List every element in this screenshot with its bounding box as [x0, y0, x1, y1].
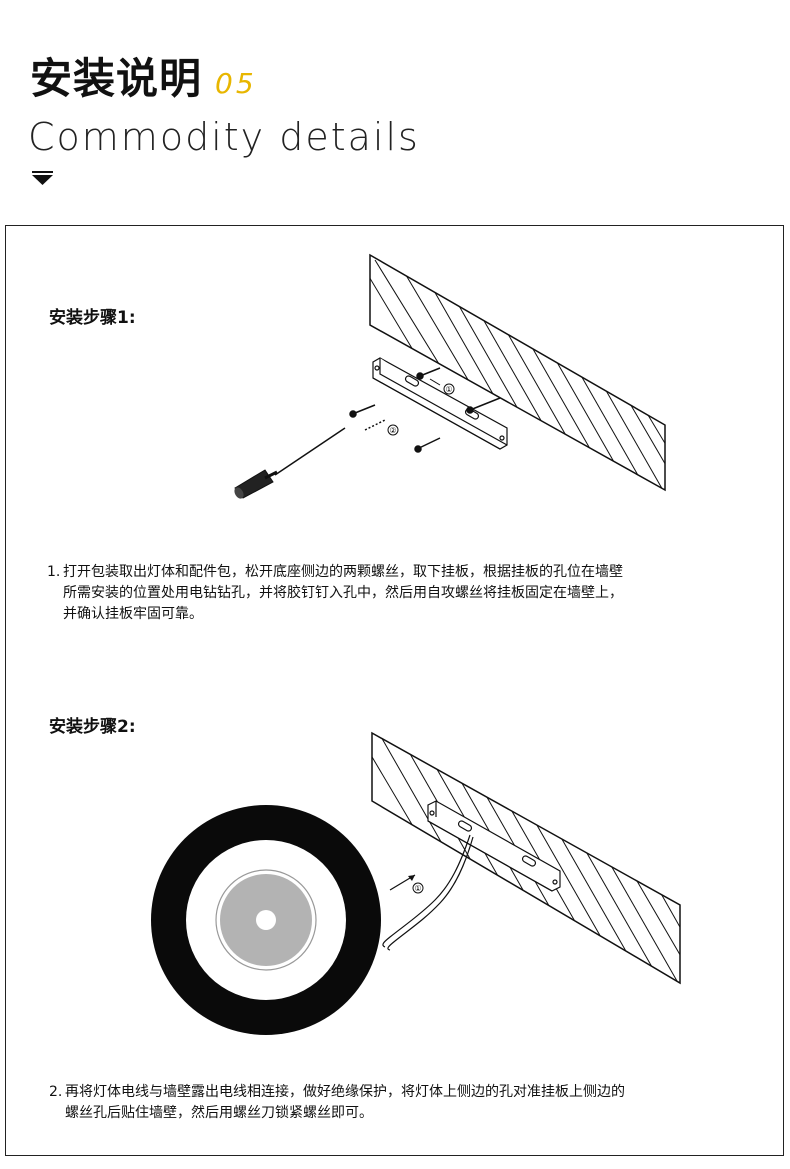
- callout-marker: ① ②: [387, 378, 455, 436]
- callout-label: ①: [414, 884, 421, 893]
- step1-number: 1.: [47, 564, 61, 580]
- callout-label: ①: [445, 385, 452, 394]
- screwdriver-icon: [234, 427, 346, 499]
- step1-illustration: ① ②: [234, 253, 666, 499]
- step2-description: 2. 再将灯体电线与墙壁露出电线相连接，做好绝缘保护，将灯体上侧边的孔对准挂板上…: [49, 1082, 769, 1126]
- down-triangle-icon: [32, 171, 53, 185]
- step2-title: 安装步骤2:: [49, 717, 136, 737]
- instructions-panel: [5, 225, 784, 1156]
- step1-line: 所需安装的位置处用电钻钻孔，并将胶钉钉入孔中，然后用自攻螺丝将挂板固定在墙壁上，: [63, 585, 623, 601]
- lamp-body: [151, 805, 381, 1035]
- step2-line: 再将灯体电线与墙壁露出电线相连接，做好绝缘保护，将灯体上侧边的孔对准挂板上侧边的: [65, 1084, 625, 1100]
- step1-description: 1. 打开包装取出灯体和配件包，松开底座侧边的两颗螺丝，取下挂板，根据挂板的孔位…: [47, 562, 767, 628]
- page-subtitle: Commodity details: [28, 115, 420, 159]
- step2-line: 螺丝孔后贴住墙壁，然后用螺丝刀锁紧螺丝即可。: [65, 1105, 373, 1121]
- step1-line: 并确认挂板牢固可靠。: [63, 606, 203, 622]
- step2-illustration: ①: [151, 731, 681, 1035]
- callout-label: ②: [389, 426, 396, 435]
- callout-marker: ①: [412, 882, 424, 894]
- mounting-plate: [427, 800, 561, 892]
- arrow-icon: [389, 874, 416, 891]
- step2-number: 2.: [49, 1084, 63, 1100]
- wire-icon: [382, 834, 474, 951]
- step1-title: 安装步骤1:: [49, 308, 136, 328]
- section-number: 05: [215, 67, 257, 100]
- page-title: 安装说明: [30, 54, 203, 103]
- step1-line: 打开包装取出灯体和配件包，松开底座侧边的两颗螺丝，取下挂板，根据挂板的孔位在墙壁: [63, 564, 623, 580]
- screw-icon: [349, 367, 501, 453]
